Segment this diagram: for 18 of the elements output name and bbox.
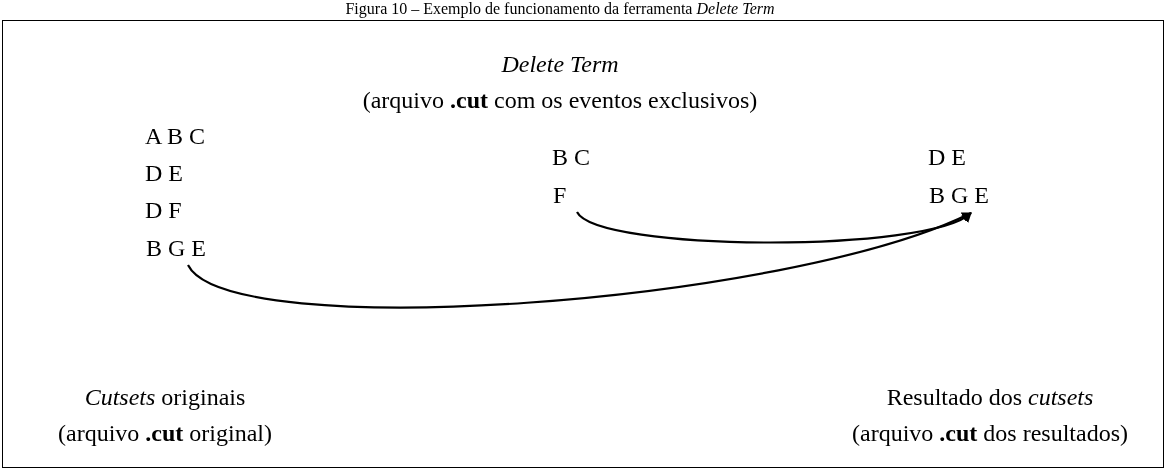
figure-title: Figura 10 – Exemplo de funcionamento da ferramenta Delete Term — [345, 0, 775, 18]
cutset-text: F — [553, 181, 567, 209]
caption-text: (arquivo .cut original) — [58, 419, 272, 447]
cutset-text: B G E — [929, 181, 989, 209]
cutset-text: B C — [552, 143, 590, 171]
cutset-text: D E — [928, 143, 966, 171]
heading: Delete Term — [501, 50, 619, 78]
cutset-text: D E — [145, 159, 183, 187]
cutset-text: A B C — [145, 122, 206, 150]
caption-text: (arquivo .cut dos resultados) — [852, 419, 1128, 447]
caption-text: Resultado dos cutsets — [886, 383, 1094, 411]
caption-text: Cutsets originais — [84, 383, 246, 411]
curved-arrow — [576, 211, 972, 244]
frame-box — [2, 20, 1164, 468]
curved-arrow — [187, 211, 972, 309]
subheading: (arquivo .cut com os eventos exclusivos) — [362, 86, 758, 114]
cutset-text: B G E — [146, 234, 206, 262]
cutset-text: D F — [145, 196, 182, 224]
